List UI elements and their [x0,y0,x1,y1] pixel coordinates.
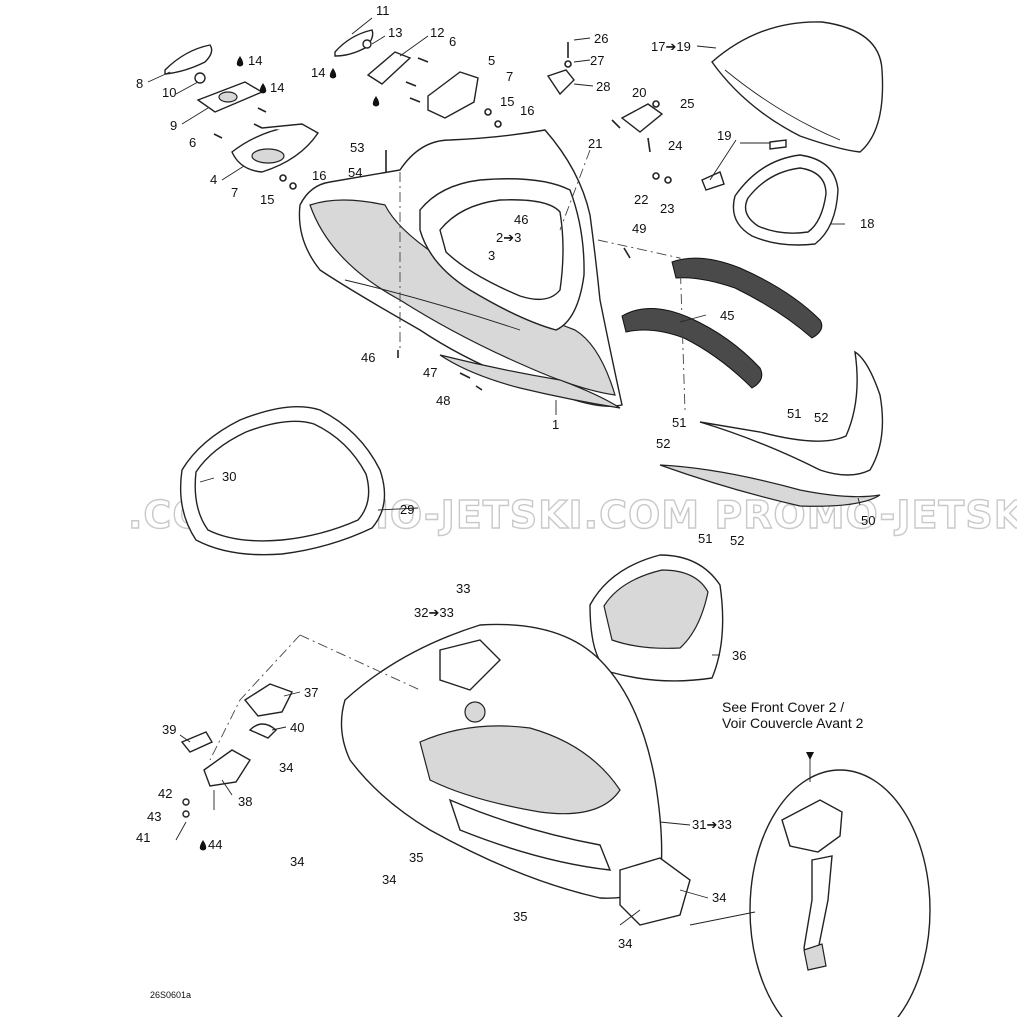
label-7: 7 [231,185,238,200]
rubber-seal [179,406,386,556]
label-4: 4 [210,172,217,187]
label-38: 38 [238,794,252,809]
label-27: 27 [590,53,604,68]
label-10: 10 [162,85,176,100]
label-51: 51 [672,415,686,430]
label-43: 43 [147,809,161,824]
label-41: 41 [136,830,150,845]
note-line-1: See Front Cover 2 / [722,699,844,715]
bracket-assembly [546,69,664,133]
label-52: 52 [656,436,670,451]
label-39: 39 [162,722,176,737]
label-13: 13 [388,25,402,40]
label-18: 18 [860,216,874,231]
label-17-19: 17➔19 [651,39,691,54]
label-14: 14 [270,80,284,95]
vent-hoses [621,257,823,389]
label-49: 49 [632,221,646,236]
note-line-2: Voir Couvercle Avant 2 [722,715,864,731]
label-14: 14 [311,65,325,80]
fasteners-upper [213,42,672,391]
oil-drop-icon [199,56,380,851]
side-deflector [659,350,884,507]
front-frame [340,623,691,926]
leader-lines [147,17,861,926]
label-37: 37 [304,685,318,700]
label-30: 30 [222,469,236,484]
label-6: 6 [189,135,196,150]
label-16: 16 [312,168,326,183]
label-46: 46 [514,212,528,227]
label-31-33: 31➔33 [692,817,732,832]
drawing-ref-code: 26S0601a [150,990,191,1000]
label-19: 19 [717,128,731,143]
arrow-down-icon [806,752,814,760]
label-14: 14 [248,53,262,68]
label-36: 36 [732,648,746,663]
label-34: 34 [279,760,293,775]
storage-bin [589,554,724,682]
label-15: 15 [500,94,514,109]
part-labels: 11 13 12 6 5 7 14 14 14 8 10 9 6 4 7 15 … [136,3,875,951]
mirror-assembly-right [334,29,479,119]
label-12: 12 [430,25,444,40]
label-47: 47 [423,365,437,380]
gauge-housing [231,123,320,173]
label-20: 20 [632,85,646,100]
windshield [711,21,884,153]
label-42: 42 [158,786,172,801]
label-11: 11 [376,3,390,18]
label-26: 26 [594,31,608,46]
label-24: 24 [668,138,682,153]
label-15: 15 [260,192,274,207]
label-35: 35 [513,909,527,924]
latch-parts [175,683,293,841]
windshield-trim [701,139,839,246]
label-53: 53 [350,140,364,155]
label-23: 23 [660,201,674,216]
label-2-3: 2➔3 [496,230,521,245]
label-34: 34 [290,854,304,869]
label-25: 25 [680,96,694,111]
label-45: 45 [720,308,734,323]
label-21: 21 [588,136,602,151]
label-32-33: 32➔33 [414,605,454,620]
label-8: 8 [136,76,143,91]
label-46: 46 [361,350,375,365]
label-16: 16 [520,103,534,118]
label-28: 28 [596,79,610,94]
label-1: 1 [552,417,559,432]
label-48: 48 [436,393,450,408]
label-22: 22 [634,192,648,207]
label-34: 34 [712,890,726,905]
label-7: 7 [506,69,513,84]
label-54: 54 [348,165,362,180]
label-50: 50 [861,513,875,528]
front-hood [298,129,623,409]
label-40: 40 [290,720,304,735]
label-51: 51 [787,406,801,421]
label-51: 51 [698,531,712,546]
label-34: 34 [618,936,632,951]
label-52: 52 [730,533,744,548]
construction-lines [209,149,686,761]
label-5: 5 [488,53,495,68]
label-6: 6 [449,34,456,49]
label-33: 33 [456,581,470,596]
front-cover-2-detail [749,769,931,1017]
label-44: 44 [208,837,222,852]
label-34: 34 [382,872,396,887]
label-52: 52 [814,410,828,425]
label-29: 29 [400,502,414,517]
label-3: 3 [488,248,495,263]
label-9: 9 [170,118,177,133]
label-35: 35 [409,850,423,865]
